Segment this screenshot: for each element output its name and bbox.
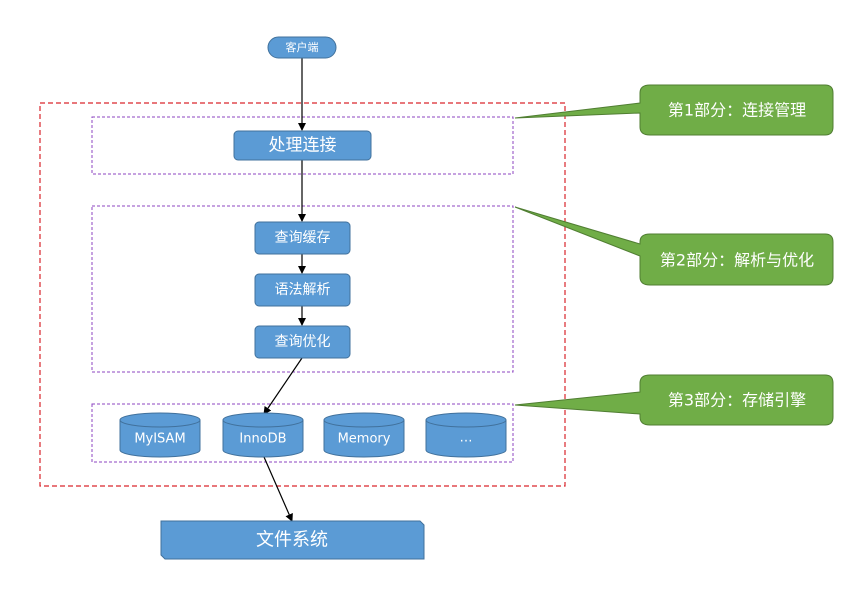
client-node[interactable]: 客户端	[267, 36, 337, 59]
engine-myisam-label: MyISAM	[134, 432, 185, 447]
syntax-parse-node[interactable]: 语法解析	[254, 273, 351, 307]
callout-part1: 第1部分：连接管理	[514, 84, 834, 136]
engine-more[interactable]: …	[425, 412, 507, 458]
engine-memory-label: Memory	[338, 432, 391, 447]
query-cache-label: 查询缓存	[275, 230, 331, 246]
query-optimize-node[interactable]: 查询优化	[254, 325, 351, 359]
engine-innodb-label: InnoDB	[239, 432, 286, 447]
callout-part2: 第2部分：解析与优化	[514, 206, 834, 286]
engine-myisam[interactable]: MyISAM	[119, 412, 201, 458]
arrow-innodb-to-filesystem	[263, 456, 293, 522]
callout-part3: 第3部分：存储引擎	[514, 374, 834, 426]
query-optimize-label: 查询优化	[275, 334, 331, 350]
syntax-parse-label: 语法解析	[275, 282, 331, 298]
engine-more-label: …	[460, 431, 473, 446]
file-system-node[interactable]: 文件系统	[160, 520, 425, 560]
engine-memory[interactable]: Memory	[323, 412, 405, 458]
group-storage-engines	[91, 403, 514, 463]
connection-handler-node[interactable]: 处理连接	[233, 130, 372, 161]
query-cache-node[interactable]: 查询缓存	[254, 221, 351, 255]
arrow-optimize-to-innodb	[263, 357, 303, 415]
client-label: 客户端	[286, 40, 319, 54]
file-system-label: 文件系统	[256, 530, 328, 551]
connection-handler-label: 处理连接	[269, 136, 337, 156]
callout-part3-label: 第3部分：存储引擎	[668, 391, 806, 410]
callout-part1-label: 第1部分：连接管理	[668, 101, 806, 120]
server-boundary	[39, 102, 566, 487]
callout-part2-label: 第2部分：解析与优化	[660, 251, 814, 270]
engine-innodb[interactable]: InnoDB	[222, 412, 304, 458]
